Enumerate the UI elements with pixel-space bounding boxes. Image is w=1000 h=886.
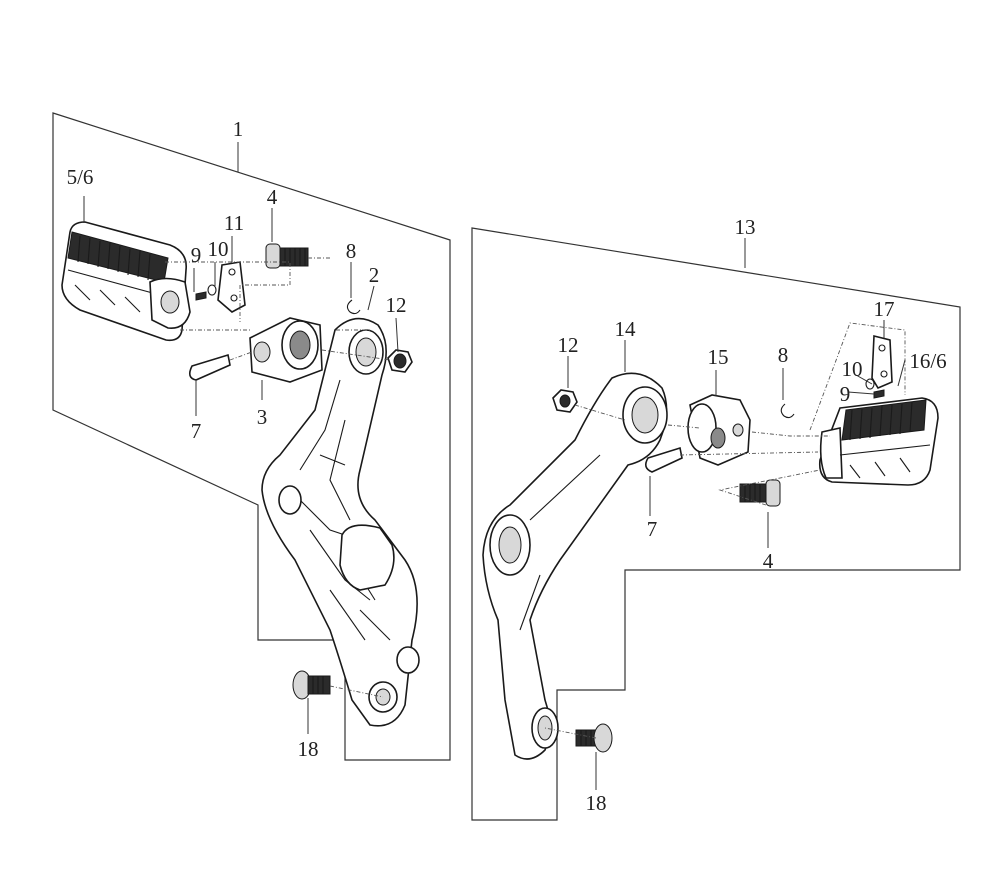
callout-washer-10: 10 bbox=[842, 357, 863, 381]
callout-plate-11: 11 bbox=[224, 211, 244, 235]
left-pivot-block bbox=[249, 317, 323, 383]
callout-screw-4: 4 bbox=[763, 549, 774, 573]
callout-screw-4: 4 bbox=[267, 185, 278, 209]
left-washer bbox=[207, 284, 217, 296]
right-pin bbox=[644, 446, 683, 473]
right-clip bbox=[780, 403, 795, 419]
left-screw bbox=[265, 243, 309, 269]
callout-bracket-14: 14 bbox=[615, 317, 637, 341]
callout-spring-pin-9: 9 bbox=[840, 382, 851, 406]
right-pivot-block bbox=[687, 394, 751, 466]
callout-assembly-13: 13 bbox=[735, 215, 756, 239]
callout-plate-17: 17 bbox=[874, 297, 895, 321]
left-assembly: 1 2 3 4 5/6 7 8 9 10 11 12 18 bbox=[52, 112, 451, 761]
callout-pivot-block-15: 15 bbox=[708, 345, 729, 369]
callout-spring-pin-9: 9 bbox=[191, 243, 202, 267]
callout-bracket-2: 2 bbox=[369, 263, 380, 287]
callout-clip-8: 8 bbox=[778, 343, 789, 367]
right-assembly: 13 14 15 4 16/6 7 8 9 10 17 12 18 bbox=[471, 215, 961, 821]
left-nut bbox=[387, 349, 413, 373]
callout-bolt-18: 18 bbox=[298, 737, 319, 761]
left-plate bbox=[217, 261, 246, 313]
left-pin bbox=[188, 353, 231, 381]
right-washer bbox=[865, 378, 875, 390]
callout-washer-10: 10 bbox=[208, 237, 229, 261]
right-spring-pin bbox=[873, 389, 885, 399]
right-footpeg bbox=[818, 397, 939, 486]
callout-footpeg-16-6: 16/6 bbox=[909, 349, 946, 373]
callout-assembly-1: 1 bbox=[233, 117, 244, 141]
left-spring-pin bbox=[195, 291, 207, 301]
right-assembly-frame bbox=[471, 227, 961, 821]
callout-pin-7: 7 bbox=[647, 517, 658, 541]
callout-bolt-18: 18 bbox=[586, 791, 607, 815]
callout-pin-7: 7 bbox=[191, 419, 202, 443]
callout-footpeg-5-6: 5/6 bbox=[67, 165, 94, 189]
left-footpeg bbox=[61, 221, 191, 342]
left-clip bbox=[346, 299, 361, 315]
right-nut bbox=[552, 389, 578, 413]
right-plate bbox=[871, 334, 893, 390]
right-screw bbox=[739, 479, 781, 507]
left-bolt bbox=[292, 670, 331, 700]
callout-nut-12: 12 bbox=[386, 293, 407, 317]
callout-nut-12: 12 bbox=[558, 333, 579, 357]
callout-clip-8: 8 bbox=[346, 239, 357, 263]
callout-pivot-block-3: 3 bbox=[257, 405, 268, 429]
right-bracket bbox=[482, 372, 668, 760]
